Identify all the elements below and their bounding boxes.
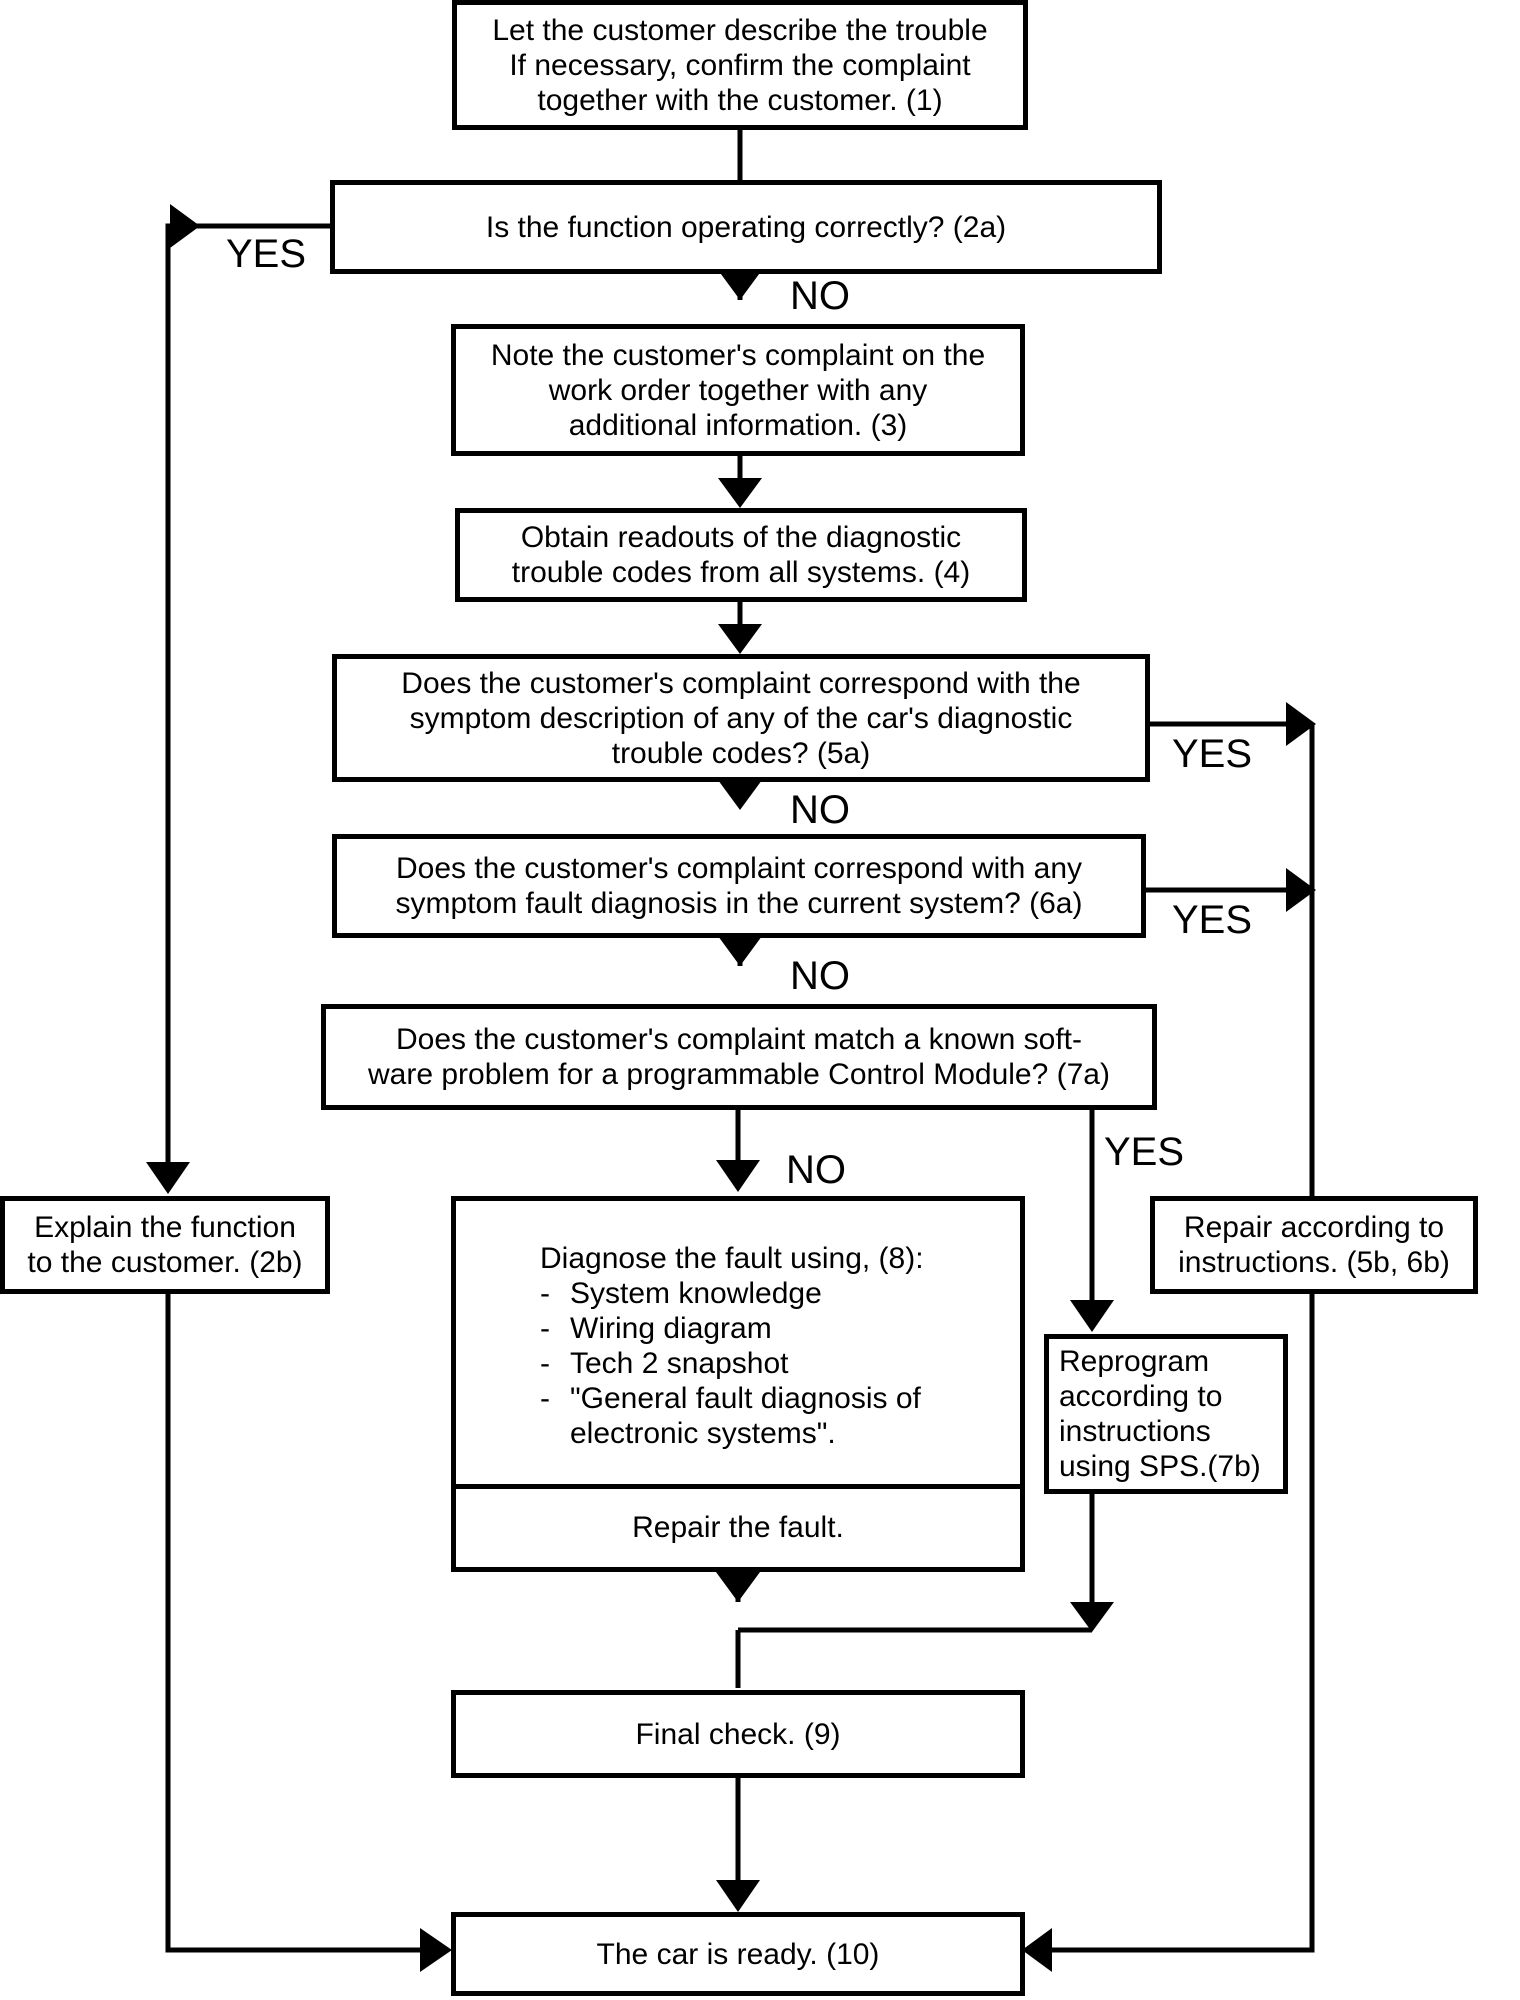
line-2b-to-10 [165,1292,420,1953]
step-2a-function-check: Is the function operating correctly? (2a… [330,180,1162,274]
step-2b-explain-function: Explain the function to the customer. (2… [0,1196,330,1294]
step-7a-software-problem: Does the customer's complaint match a kn… [321,1004,1157,1110]
step-7a-text: Does the customer's complaint match a kn… [367,1023,1110,1091]
arrowhead-down-8 [716,1160,760,1192]
step-8-item-system-knowledge: System knowledge [540,1276,1000,1311]
step-6a-symptom-diagnosis: Does the customer's complaint correspond… [332,834,1146,938]
label-yes-5a: YES [1172,732,1253,776]
step-8-repair-section: Repair the fault. [456,1487,1020,1565]
label-no-2a: NO [790,274,850,318]
label-yes-6a: YES [1172,898,1253,942]
step-8-diagnose-section: Diagnose the fault using, (8): System kn… [456,1201,1020,1487]
label-yes-2a: YES [226,232,307,276]
step-4-text: Obtain readouts of the diagnostic troubl… [511,521,971,589]
label-yes-7a: YES [1104,1130,1185,1174]
step-3-note-complaint: Note the customer's complaint on the wor… [451,324,1025,456]
arrowhead-down-5a [718,624,762,654]
step-9-text: Final check. (9) [635,1717,841,1751]
label-no-6a: NO [790,954,850,998]
step-8-item-wiring-diagram: Wiring diagram [540,1311,1000,1346]
arrowhead-down-7a [718,936,762,966]
step-10-car-ready: The car is ready. (10) [451,1912,1025,1996]
step-8-diagnose-fault: Diagnose the fault using, (8): System kn… [451,1196,1025,1572]
step-5a-dtc-match: Does the customer's complaint correspond… [332,654,1150,782]
arrowhead-down-merge-left [716,1572,760,1602]
step-3-text: Note the customer's complaint on the wor… [490,338,986,442]
arrowhead-down-4 [718,478,762,508]
arrowhead-down-merge-right [1070,1602,1114,1632]
arrowhead-down-3 [718,270,762,300]
step-2b-text: Explain the function to the customer. (2… [27,1211,303,1279]
step-8-title: Diagnose the fault using, (8): [540,1242,924,1275]
arrowhead-right-into-10 [420,1928,452,1972]
line-2a-yes-to-2b [165,223,330,1162]
line-5b-to-10 [1052,1292,1315,1953]
arrowhead-right-yes-5a [1286,702,1316,746]
step-7b-reprogram: Reprogram according to instructions usin… [1044,1334,1288,1494]
step-10-text: The car is ready. (10) [596,1937,880,1971]
arrowhead-down-10 [716,1880,760,1912]
step-1-text: Let the customer describe the trouble If… [492,13,988,117]
step-1-describe-trouble: Let the customer describe the trouble If… [452,0,1028,130]
step-2a-text: Is the function operating correctly? (2a… [485,210,1007,244]
step-8-item-tech2-snapshot: Tech 2 snapshot [540,1346,1000,1381]
step-8-method-list: System knowledge Wiring diagram Tech 2 s… [540,1276,1000,1451]
arrowhead-left-into-10 [1022,1928,1052,1972]
step-4-obtain-readouts: Obtain readouts of the diagnostic troubl… [455,508,1027,602]
step-5b-6b-repair: Repair according to instructions. (5b, 6… [1150,1196,1478,1294]
step-5b-6b-text: Repair according to instructions. (5b, 6… [1178,1211,1450,1279]
arrowhead-left-yes-2a [170,204,200,248]
arrowhead-down-6a [718,780,762,810]
step-6a-text: Does the customer's complaint correspond… [395,852,1083,920]
step-8-item-general-fault-diagnosis: "General fault diagnosis of electronic s… [540,1381,1000,1451]
step-8-repair-text: Repair the fault. [632,1510,844,1544]
arrowhead-right-yes-6a [1286,868,1316,912]
label-no-7a: NO [786,1148,846,1192]
step-7b-text: Reprogram according to instructions usin… [1059,1345,1261,1483]
arrowhead-down-2b [146,1162,190,1194]
arrowhead-down-7b [1070,1300,1114,1332]
label-no-5a: NO [790,788,850,832]
step-9-final-check: Final check. (9) [451,1690,1025,1778]
step-5a-text: Does the customer's complaint correspond… [401,666,1081,770]
